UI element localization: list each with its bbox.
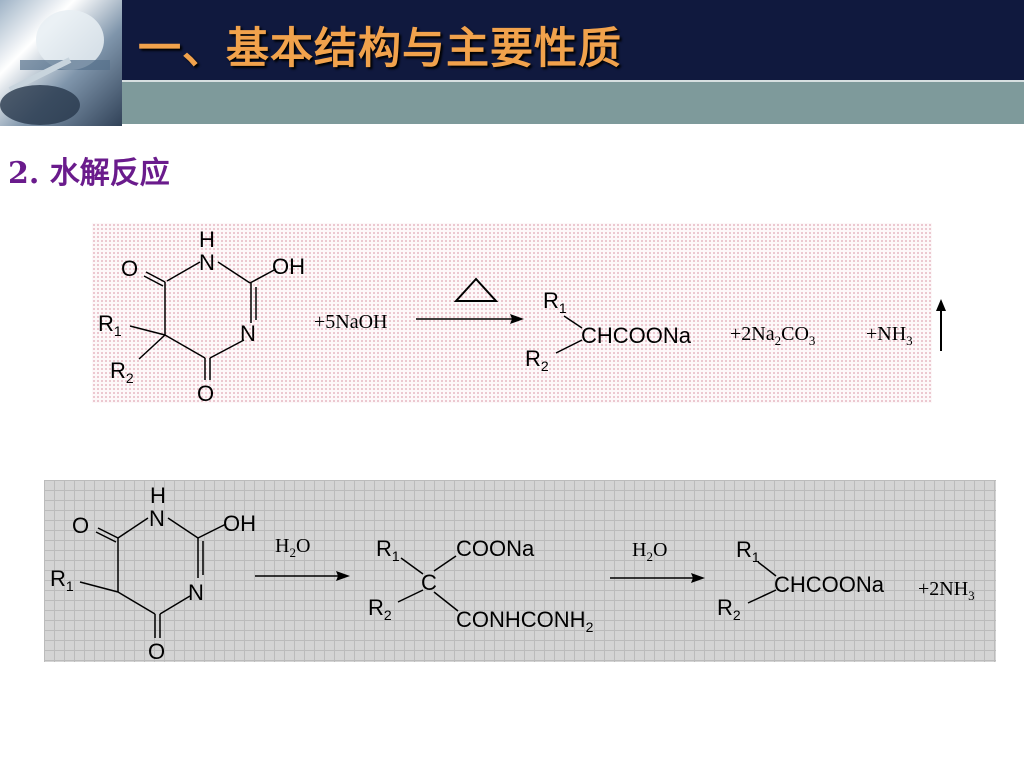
r1-ring-n-right: N xyxy=(240,321,256,346)
r2-product-r1: R1 xyxy=(736,537,760,565)
r2-byproduct-nh3: +2NH3 xyxy=(918,578,975,603)
r2-intermediate-center-c: C xyxy=(421,570,437,595)
header-stripe xyxy=(122,80,1024,124)
r2-step1-arrow xyxy=(255,571,350,581)
r2-ring-n-right: N xyxy=(188,580,204,605)
r1-byproduct-na2co3: +2Na2CO3 xyxy=(730,323,815,348)
r2-product-bonds xyxy=(747,561,777,604)
r1-product-r2: R2 xyxy=(525,346,549,374)
scientist-photo-icon xyxy=(0,10,110,125)
r2-intermediate-bonds xyxy=(397,555,459,612)
reaction1-panel xyxy=(92,223,932,403)
r2-step2-reagent: H2O xyxy=(632,539,667,564)
r1-byproduct-nh3: +NH3 xyxy=(866,323,913,348)
r1-product-group: CHCOONa xyxy=(581,323,692,348)
r2-ring-o-bottom: O xyxy=(148,639,165,664)
r1-ring-n-top: N xyxy=(199,250,215,275)
r2-intermediate-conhconh2: CONHCONH2 xyxy=(456,607,594,635)
r2-ring-oh: OH xyxy=(223,511,256,536)
r2-ring-n-top: N xyxy=(149,506,165,531)
r1-reaction-arrow xyxy=(416,314,524,324)
slide-title: 一、基本结构与主要性质 xyxy=(138,24,622,74)
r2-intermediate-coona: COONa xyxy=(456,536,535,561)
header-divider xyxy=(122,80,1024,82)
r1-product-r1: R1 xyxy=(543,288,567,316)
gas-release-arrow-icon xyxy=(936,299,946,351)
r2-step1-reagent: H2O xyxy=(275,535,310,560)
r2-step2-arrow xyxy=(610,573,705,583)
r2-ring-o-left: O xyxy=(72,513,89,538)
r1-reagent: +5NaOH xyxy=(314,311,388,333)
r2-ring-r1: R1 xyxy=(50,566,74,594)
r1-ring-r2: R2 xyxy=(110,358,134,386)
r1-ring-r1: R1 xyxy=(98,311,122,339)
r2-product-group: CHCOONa xyxy=(774,572,885,597)
r1-product-bonds xyxy=(555,315,583,354)
r1-ring-o-left: O xyxy=(121,256,138,281)
r1-ring-oh: OH xyxy=(272,254,305,279)
r2-ring-h: H xyxy=(150,483,166,508)
section-title: 2. 水解反应 xyxy=(8,156,170,191)
header-bar xyxy=(0,0,1024,80)
r2-intermediate-r2: R2 xyxy=(368,595,392,623)
heat-triangle-icon xyxy=(453,277,499,302)
reaction1-barbiturate-structure xyxy=(129,261,277,380)
r2-product-r2: R2 xyxy=(717,595,741,623)
r2-intermediate-r1: R1 xyxy=(376,536,400,564)
reaction2-barbiturate-structure xyxy=(79,517,227,638)
r1-ring-o-bottom: O xyxy=(197,381,214,406)
header-photo xyxy=(0,0,122,126)
r1-ring-h: H xyxy=(199,227,215,252)
